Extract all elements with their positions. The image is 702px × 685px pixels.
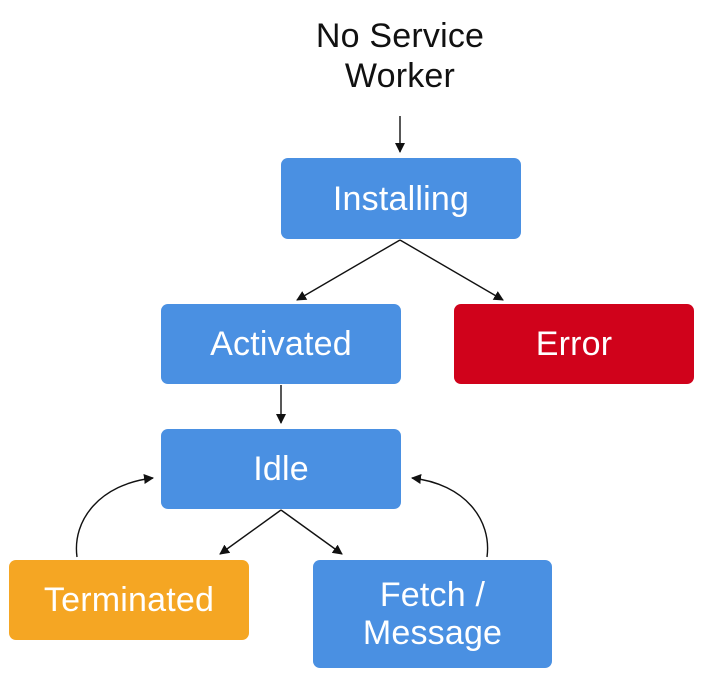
terminated-node: Terminated [9, 560, 249, 640]
error-node: Error [454, 304, 694, 384]
error-label: Error [535, 325, 613, 363]
installing-node: Installing [281, 158, 521, 239]
idle-node: Idle [161, 429, 401, 509]
fetch-message-line-2: Message [362, 614, 503, 652]
edge-installing-to-activated [296, 239, 401, 301]
installing-label: Installing [332, 179, 470, 218]
no-service-worker-line-1: No Service [315, 17, 485, 55]
fetch-message-line-1: Fetch / [379, 576, 486, 614]
edge-fetch-message-to-idle [411, 474, 489, 558]
edge-terminated-to-idle [75, 474, 154, 558]
fetch-message-node: Fetch / Message [313, 560, 552, 668]
terminated-label: Terminated [43, 581, 215, 619]
edge-idle-to-fetch-message [280, 509, 343, 555]
activated-label: Activated [210, 325, 352, 363]
no-service-worker-label: No Service Worker [300, 16, 500, 96]
idle-label: Idle [253, 450, 309, 488]
edge-installing-to-error [399, 239, 504, 301]
fetch-message-label: Fetch / Message [363, 576, 502, 652]
activated-node: Activated [161, 304, 401, 384]
no-service-worker-line-2: Worker [344, 57, 456, 95]
edge-idle-to-terminated [219, 509, 282, 555]
